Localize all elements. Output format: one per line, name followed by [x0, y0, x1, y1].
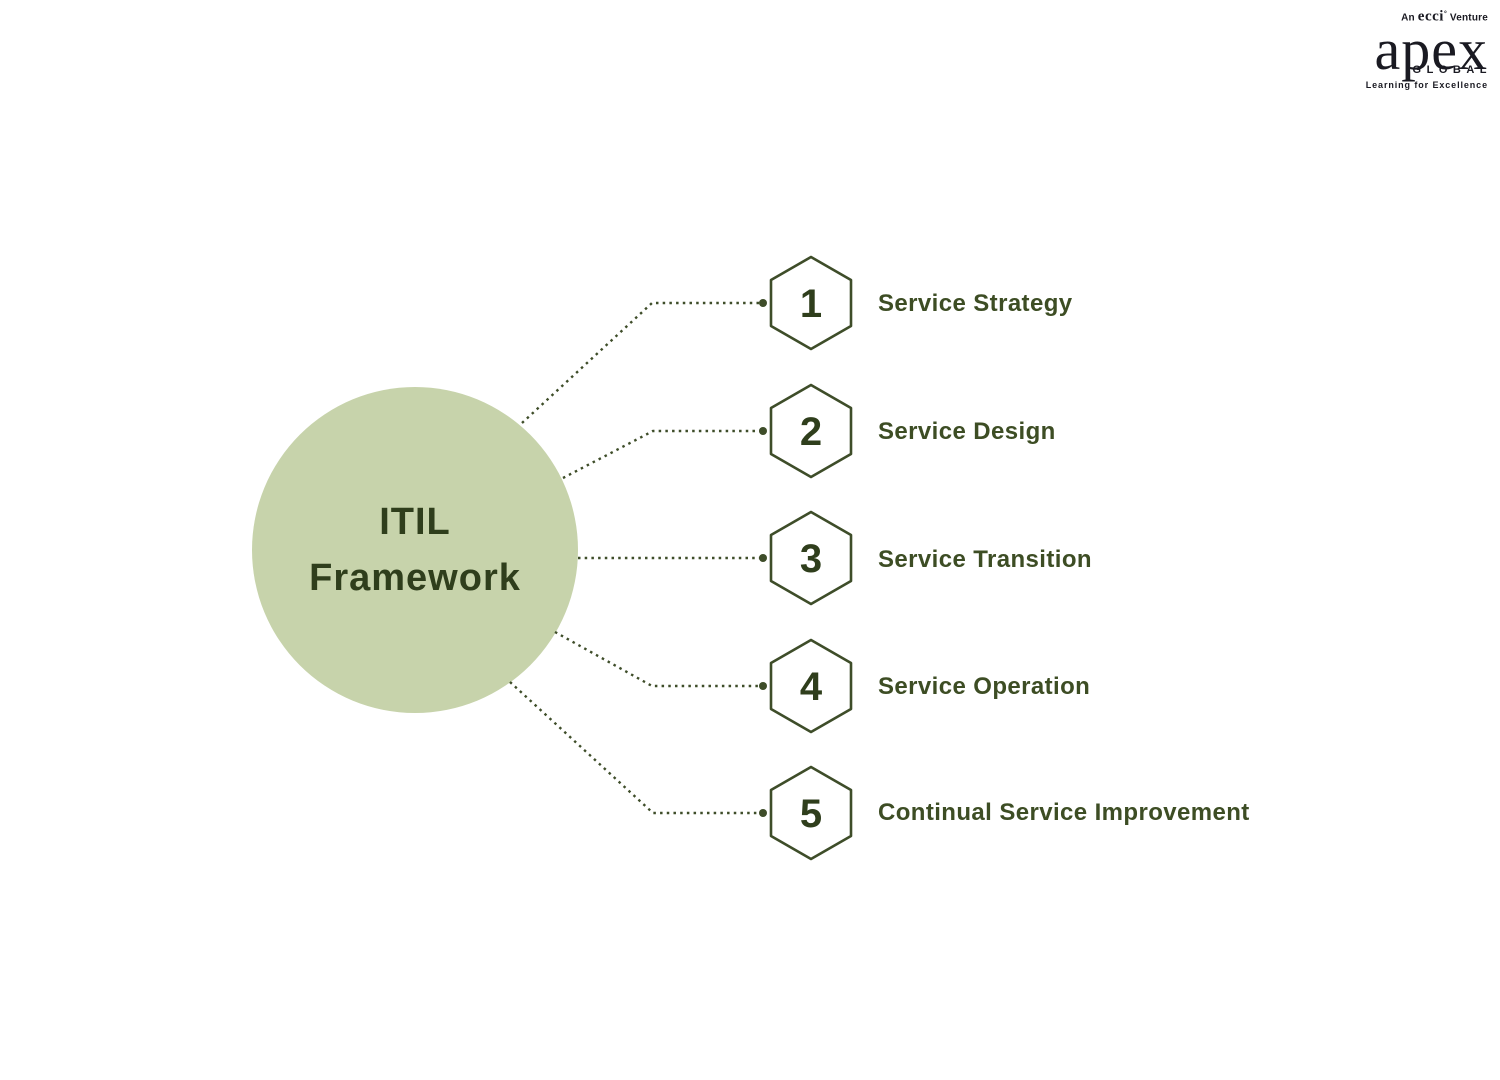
hexagon-2 [769, 383, 853, 479]
connector-dot-1 [759, 299, 767, 307]
hexagon-number-2: 2 [799, 410, 823, 454]
logo-brand-apex: apex [1374, 17, 1488, 83]
connector-dot-3 [759, 554, 767, 562]
apex-global-logo: An ecci° Venture apex GLOBAL Learning fo… [1356, 8, 1488, 91]
item-label-continual-service-improvement: Continual Service Improvement [878, 799, 1250, 826]
connector-dot-5 [759, 809, 767, 817]
connector-line-1 [521, 301, 760, 424]
circle-title: ITIL Framework [309, 494, 521, 606]
hexagon-number-5: 5 [799, 792, 823, 836]
logo-sub-brand-global: GLOBAL [1412, 64, 1492, 77]
connector-dot-4 [759, 682, 767, 690]
connector-end-dots [759, 299, 767, 817]
hexagon-number-3: 3 [799, 537, 823, 581]
hexagon-number-4: 4 [799, 665, 823, 709]
hexagon-number-1: 1 [799, 282, 823, 326]
itil-circle [252, 387, 578, 713]
logo-venture-prefix: An [1401, 12, 1418, 24]
connector-line-2 [562, 429, 760, 480]
hexagon-3 [769, 510, 853, 606]
hexagon-4 [769, 638, 853, 734]
logo-ecci-brand: ecci [1417, 8, 1444, 25]
connector-line-5 [509, 681, 760, 815]
item-label-service-strategy: Service Strategy [878, 290, 1073, 317]
circle-title-line1: ITIL [379, 501, 451, 543]
logo-venture-line: An ecci° Venture [1356, 8, 1488, 25]
item-label-service-design: Service Design [878, 418, 1056, 445]
logo-ecci-mark: ° [1443, 11, 1447, 18]
circle-title-line2: Framework [309, 557, 521, 599]
logo-venture-suffix: Venture [1446, 12, 1488, 24]
connector-dot-2 [759, 427, 767, 435]
hexagon-1 [769, 255, 853, 351]
hexagon-5 [769, 765, 853, 861]
hexagons [769, 255, 853, 861]
connector-line-4 [554, 630, 760, 688]
item-label-service-operation: Service Operation [878, 673, 1091, 700]
logo-tagline: Learning for Excellence [1365, 80, 1488, 91]
item-label-service-transition: Service Transition [878, 546, 1092, 573]
connector-lines [509, 301, 760, 815]
